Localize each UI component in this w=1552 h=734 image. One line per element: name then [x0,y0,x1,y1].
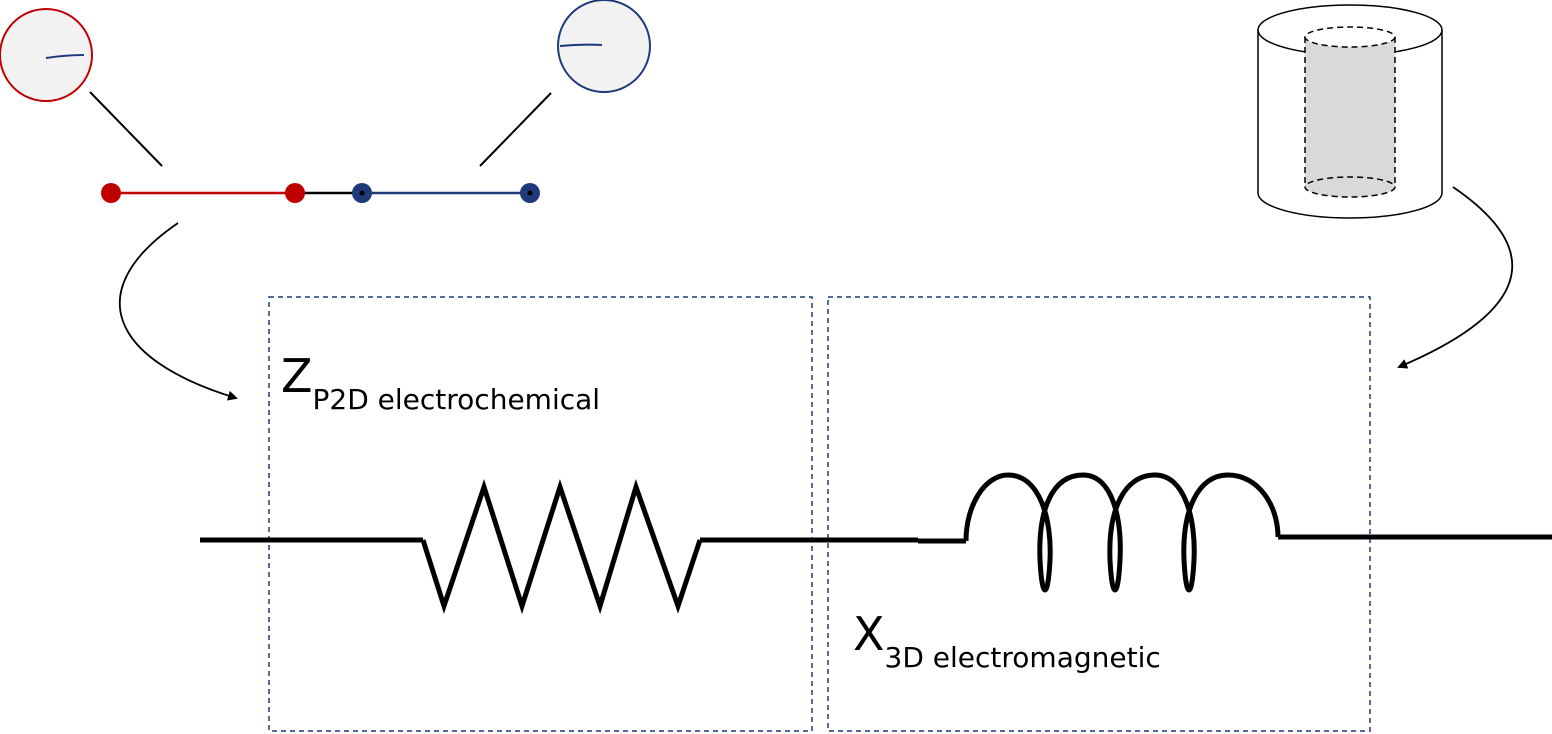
negative-particle [557,0,651,93]
impedance-symbol: Z [281,349,313,403]
reactance-subscript: 3D electromagnetic [885,641,1161,674]
cylinder-core [1304,26,1396,198]
electrochemical-box [268,296,813,732]
impedance-subscript: P2D electrochemical [313,383,601,416]
p2d-to-impedance-arrow [118,222,238,401]
positive-particle-leader [89,91,163,167]
circuit-wire [200,534,1552,544]
positive-particle [0,8,93,102]
reactance-symbol: X [853,607,885,661]
electrochemical-label: ZP2D electrochemical [281,349,600,416]
inductor-symbol [963,472,1281,593]
negative-particle-leader [479,92,552,167]
p2d-model-line [101,183,540,203]
cylinder-cell [1257,4,1443,219]
cell-to-reactance-arrow [1397,186,1514,369]
positive-separator-node [285,183,305,203]
electromagnetic-box [827,296,1371,732]
electromagnetic-label: X3D electromagnetic [853,607,1161,674]
positive-current-collector-node [101,183,121,203]
resistor-symbol [420,478,703,615]
